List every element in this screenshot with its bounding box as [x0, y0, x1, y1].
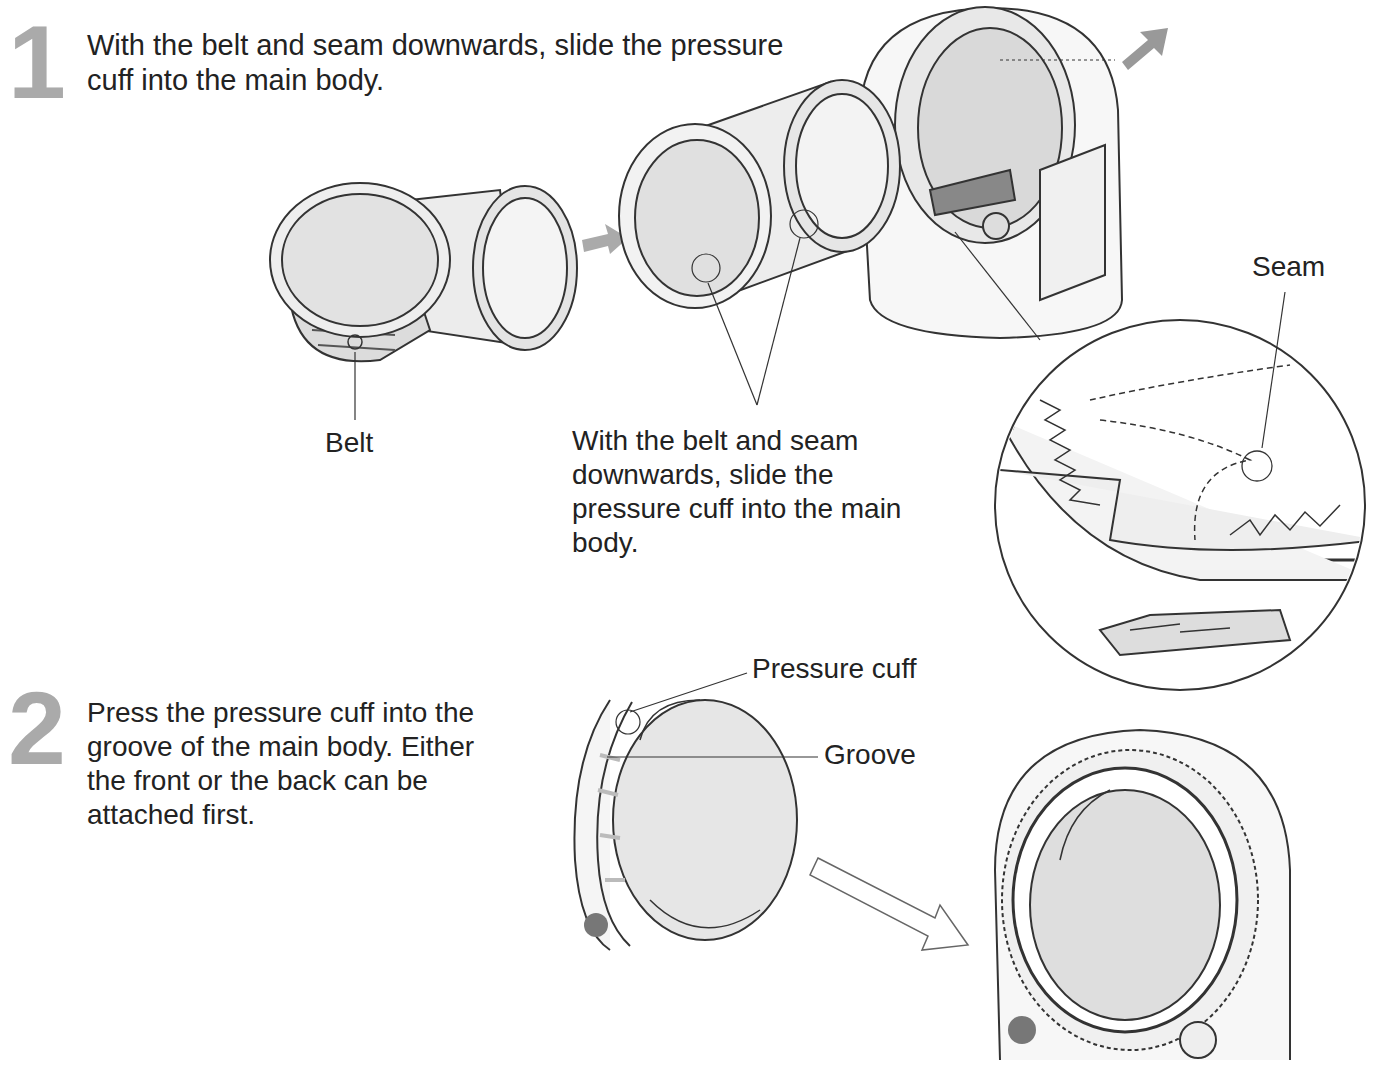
leader-line [630, 673, 747, 712]
part-name: Groove [824, 738, 974, 772]
part-name: Seam [1252, 250, 1362, 284]
part-name: Belt [325, 426, 445, 460]
pressure-cuff-folded [270, 183, 577, 361]
step-instruction: With the belt and seam downwards, slide … [87, 28, 787, 99]
leader-line [955, 232, 1040, 340]
callout-note: With the belt and seam downwards, slide … [572, 424, 947, 561]
zoom-detail [995, 320, 1376, 690]
leader-line [607, 756, 818, 757]
part-name: Pressure cuff [752, 652, 972, 686]
step-instruction: Press the pressure cuff into the groove … [87, 696, 502, 833]
step-number: 1 [8, 10, 88, 114]
main-body-side [574, 700, 797, 950]
pressure-cuff-rolled [619, 80, 900, 308]
leader-line [354, 352, 355, 420]
direction-arrow [1122, 28, 1168, 70]
direction-arrow [810, 858, 968, 950]
leader-line [757, 238, 800, 405]
leader-line [1262, 292, 1285, 448]
step-number: 2 [8, 676, 88, 780]
main-body-attached [995, 730, 1290, 1060]
leader-line [708, 283, 757, 405]
